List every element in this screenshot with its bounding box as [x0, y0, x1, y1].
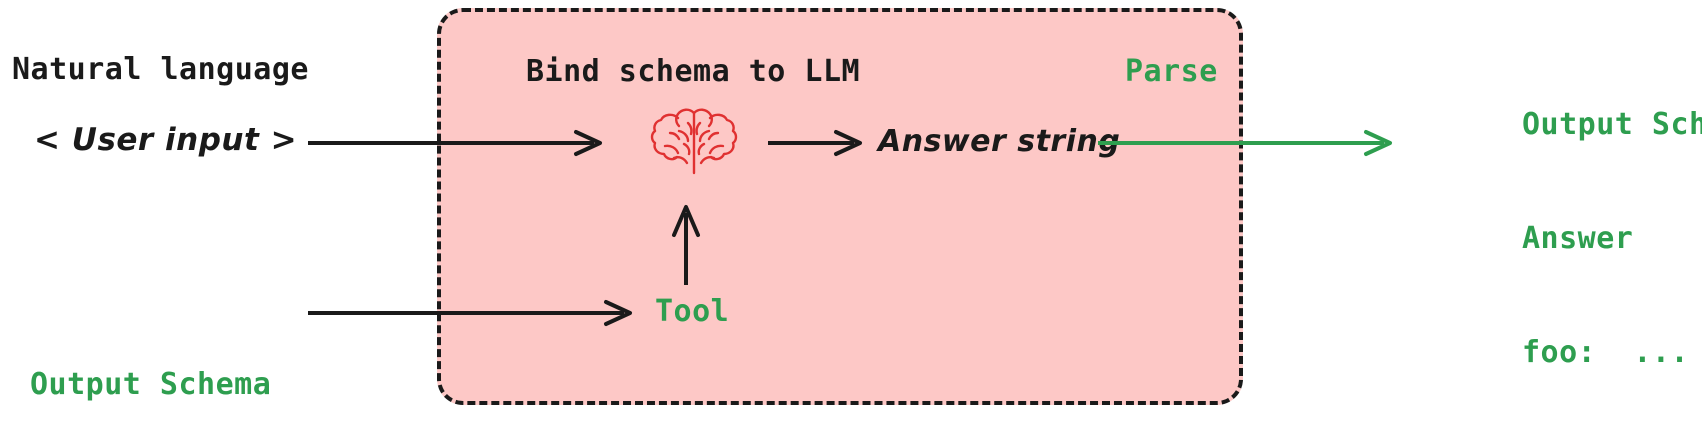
schema-heading: Output Schema	[30, 367, 272, 402]
arrow-answer-to-output	[1098, 128, 1398, 162]
arrow-llm-to-answer	[768, 128, 868, 162]
arrow-input-to-llm	[308, 128, 608, 162]
tool-label: Tool	[655, 294, 730, 329]
brain-icon	[648, 106, 740, 184]
schema-line: foo: ...	[1522, 335, 1690, 370]
input-output-schema-block: Output Schema foo: ... bar: ...	[30, 290, 271, 443]
arrow-tool-to-llm	[668, 205, 704, 289]
llm-pipeline-box	[437, 8, 1243, 405]
output-schema-block: Output Schema Answer foo: ... bar: ...	[1522, 30, 1702, 443]
natural-language-label: Natural language	[12, 52, 309, 87]
answer-string-label: Answer string	[878, 124, 1121, 159]
schema-heading: Output Schema	[1522, 107, 1702, 142]
parse-label: Parse	[1125, 54, 1218, 89]
arrow-schema-to-tool	[308, 298, 638, 332]
schema-line: Answer	[1522, 221, 1634, 256]
user-input-label: < User input >	[34, 122, 298, 158]
bind-schema-to-llm-label: Bind schema to LLM	[526, 54, 861, 89]
